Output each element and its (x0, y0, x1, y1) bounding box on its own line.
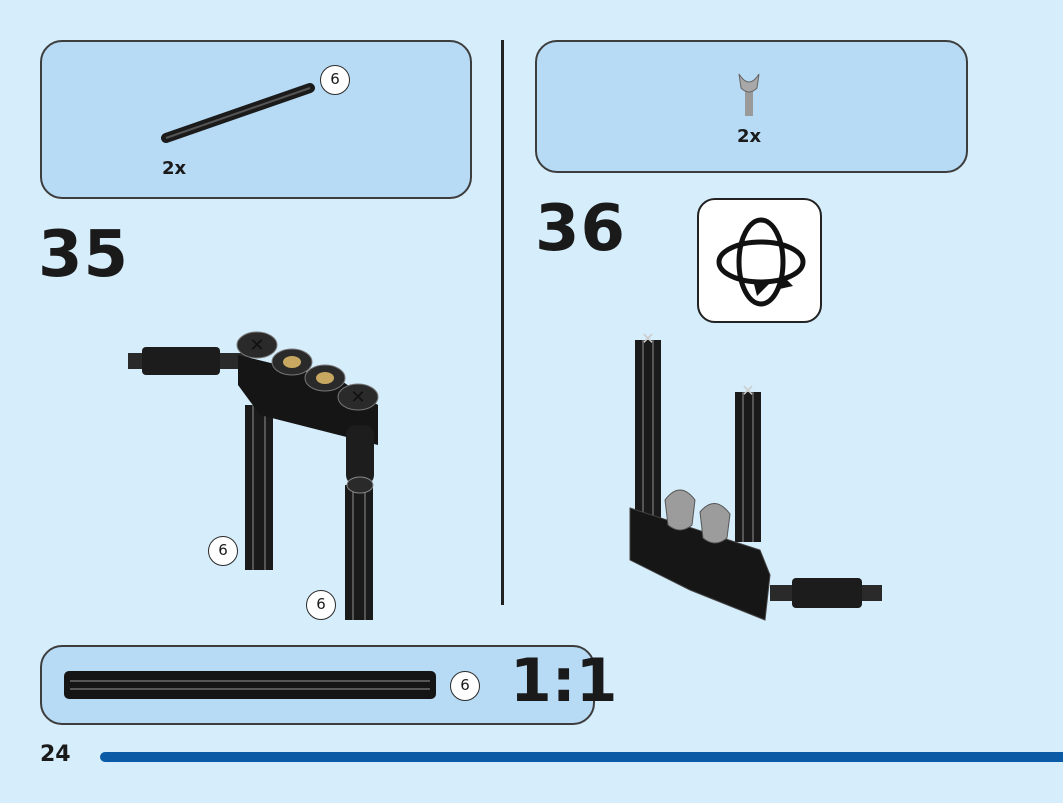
page-accent-bar (100, 752, 1063, 762)
svg-text:✕: ✕ (249, 335, 264, 356)
svg-text:✕: ✕ (641, 329, 654, 348)
step35-callout-left: 6 (208, 536, 238, 566)
svg-text:✕: ✕ (350, 387, 365, 408)
step35-callout-right: 6 (306, 590, 336, 620)
scale-part-length-callout: 6 (450, 671, 480, 701)
svg-text:✕: ✕ (741, 381, 754, 400)
page-number: 24 (40, 742, 71, 767)
step35-assembly-illustration: ✕ ✕ (128, 331, 379, 620)
step36-assembly-illustration: ✕ ✕ (629, 329, 882, 621)
step35-number: 35 (38, 218, 130, 292)
rotate-model-box (697, 198, 822, 323)
step35-quantity: 2x (162, 158, 187, 179)
step36-quantity: 2x (737, 126, 762, 147)
pin-part-icon (738, 73, 760, 116)
step-divider (501, 40, 504, 605)
scale-label: 1:1 (510, 646, 618, 716)
axle-part-icon (161, 83, 315, 143)
axle-scale-graphic (64, 671, 436, 699)
step36-number: 36 (535, 192, 627, 266)
rotate-model-icon (716, 217, 806, 307)
scale-reference-box: 6 1:1 (40, 645, 618, 725)
step35-part-length-callout: 6 (320, 65, 350, 95)
step36-parts-box: 2x (535, 40, 968, 173)
step35-parts-box: 2x 6 (40, 40, 472, 199)
